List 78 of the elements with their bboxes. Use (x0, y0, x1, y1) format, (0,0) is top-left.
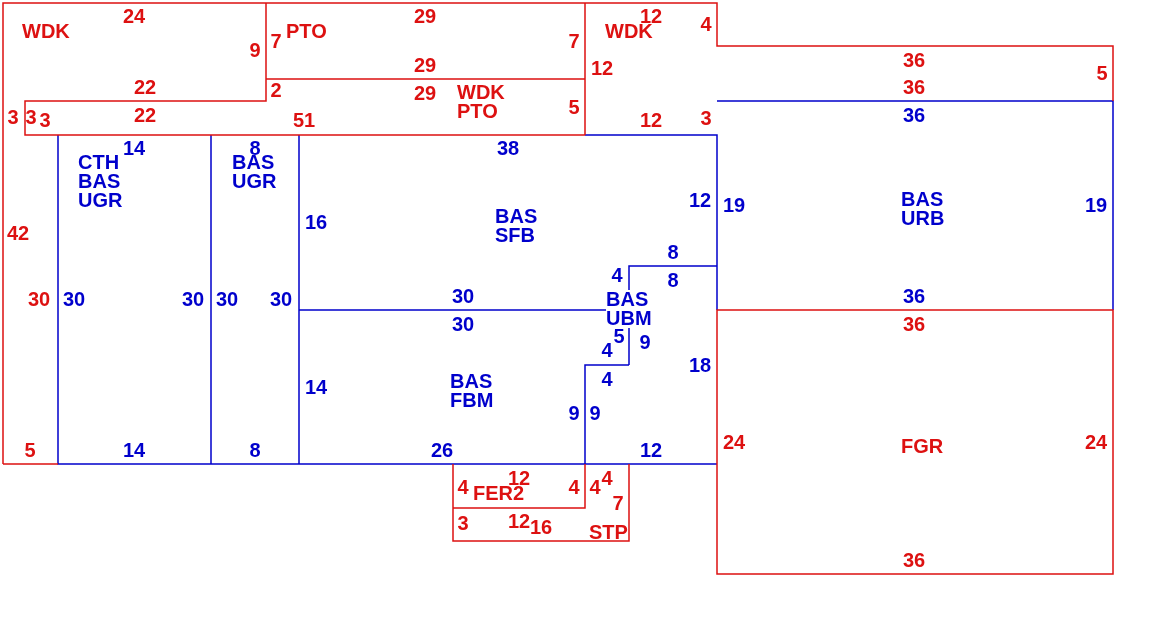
room-label: BAS FBM (450, 372, 494, 410)
dimension-label: 30 (181, 289, 205, 309)
dimension-label: 36 (902, 50, 926, 70)
dimension-label: 30 (215, 289, 239, 309)
dimension-label: 3 (7, 107, 19, 127)
dimension-label: 22 (133, 105, 157, 125)
dimension-label: 30 (27, 289, 51, 309)
dimension-label: 5 (24, 440, 36, 460)
dimension-label: 3 (700, 108, 712, 128)
dimension-label: 4 (457, 477, 469, 497)
dimension-label: 12 (507, 511, 531, 531)
dimension-label: 9 (249, 40, 261, 60)
dimension-label: 12 (639, 440, 663, 460)
room-label: FGR (901, 437, 944, 456)
dimension-label: 4 (601, 369, 613, 389)
dimension-label: 4 (601, 468, 613, 488)
dimension-label: 5 (613, 326, 625, 346)
dimension-label: 4 (568, 477, 580, 497)
dimension-label: 19 (1084, 195, 1108, 215)
dimension-label: 9 (639, 332, 651, 352)
dimension-label: 8 (667, 270, 679, 290)
dimension-label: 4 (700, 14, 712, 34)
dimension-label: 4 (611, 265, 623, 285)
dimension-label: 19 (722, 195, 746, 215)
dimension-label: 36 (902, 77, 926, 97)
dimension-label: 42 (6, 223, 30, 243)
dimension-label: 4 (601, 340, 613, 360)
dimension-label: 36 (902, 105, 926, 125)
dimension-label: 5 (568, 97, 580, 117)
room-label: WDK PTO (457, 83, 505, 121)
dimension-label: 22 (133, 77, 157, 97)
dimension-label: 30 (451, 286, 475, 306)
dimension-label: 5 (1096, 63, 1108, 83)
dimension-label: 8 (249, 440, 261, 460)
dimension-label: 9 (589, 403, 601, 423)
room-label: BAS UBM (606, 290, 652, 328)
dimension-label: 3 (25, 107, 37, 127)
dimension-label: 14 (304, 377, 328, 397)
dimension-label: 26 (430, 440, 454, 460)
dimension-label: 24 (122, 6, 146, 26)
dimension-label: 7 (568, 31, 580, 51)
dimension-label: 7 (270, 31, 282, 51)
dimension-label: 29 (413, 6, 437, 26)
room-label: CTH BAS UGR (78, 153, 123, 210)
room-label: BAS SFB (495, 207, 538, 245)
dimension-label: 18 (688, 355, 712, 375)
dimension-label: 8 (667, 242, 679, 262)
dimension-label: 51 (292, 110, 316, 130)
dimension-label: 36 (902, 550, 926, 570)
dimension-label: 3 (457, 513, 469, 533)
room-label: WDK (22, 22, 70, 41)
dimension-label: 24 (1084, 432, 1108, 452)
dimension-label: 29 (413, 83, 437, 103)
dimension-label: 12 (590, 58, 614, 78)
room-label: WDK (605, 22, 653, 41)
dimension-label: 14 (122, 440, 146, 460)
dimension-label: 12 (688, 190, 712, 210)
dimension-label: 16 (304, 212, 328, 232)
dimension-label: 12 (639, 110, 663, 130)
dimension-label: 29 (413, 55, 437, 75)
dimension-label: 30 (451, 314, 475, 334)
dimension-label: 7 (612, 493, 624, 513)
room-label: STP (589, 523, 628, 542)
dimension-label: 2 (270, 80, 282, 100)
dimension-label: 36 (902, 286, 926, 306)
room-label: BAS URB (901, 190, 945, 228)
dimension-label: 24 (722, 432, 746, 452)
dimension-label: 4 (589, 477, 601, 497)
dimension-label: 30 (269, 289, 293, 309)
dimension-label: 14 (122, 138, 146, 158)
dimension-label: 3 (39, 110, 51, 130)
room-label: FER2 (473, 484, 525, 503)
room-label: PTO (286, 22, 327, 41)
dimension-label: 16 (529, 517, 553, 537)
dimension-label: 30 (62, 289, 86, 309)
dimension-label: 9 (568, 403, 580, 423)
dimension-label: 36 (902, 314, 926, 334)
dimension-label: 38 (496, 138, 520, 158)
